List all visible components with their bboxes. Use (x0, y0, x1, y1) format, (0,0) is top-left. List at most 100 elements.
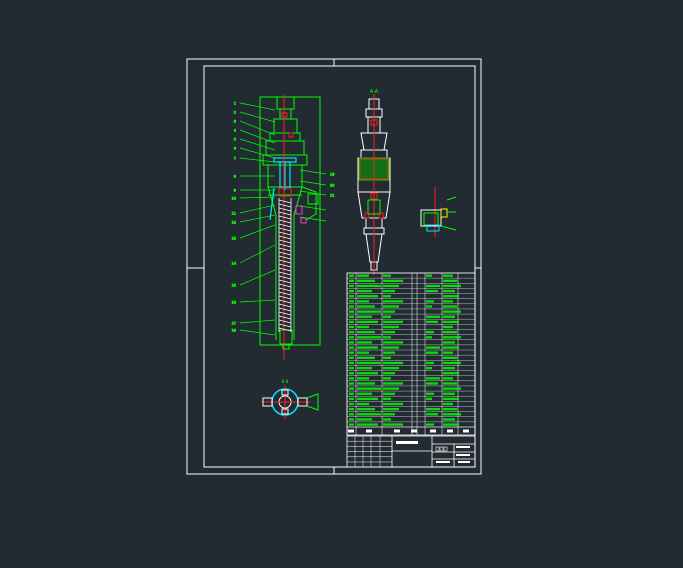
balloon-label: 18 (232, 329, 236, 333)
table-cell-text (383, 336, 391, 339)
leader-line (239, 224, 276, 239)
table-cell-text (357, 284, 381, 288)
balloon-label: 3 (234, 120, 236, 124)
sheet-inner-frame (203, 65, 476, 468)
side-view-accents (358, 94, 390, 275)
table-cell-text (357, 351, 369, 354)
screw-thread (278, 231, 292, 236)
table-cell-text (443, 392, 455, 395)
table-cell-text (443, 341, 455, 344)
screw-thread (278, 271, 292, 276)
table-cell-text (349, 295, 354, 298)
table-cell-text (443, 372, 459, 375)
screw-thread (278, 315, 292, 320)
screw-thread (278, 319, 292, 324)
table-cell-text (349, 320, 354, 324)
view-label-a: A-A (370, 89, 379, 95)
balloon-label: 15 (232, 284, 236, 288)
main-magenta-parts (295, 205, 307, 224)
table-cell-text (443, 331, 457, 334)
table-cell-text (383, 305, 399, 308)
balloon-label: 21 (330, 194, 334, 198)
screw-thread (278, 327, 292, 332)
table-cell-text (357, 331, 375, 334)
table-cell-text (383, 372, 395, 375)
table-cell-text (357, 325, 369, 329)
helical-screw (278, 198, 292, 332)
table-cell-text (357, 320, 378, 324)
table-cell-text (383, 361, 403, 365)
table-cell-text (357, 408, 375, 411)
table-cell-text (349, 392, 354, 395)
leader-line (239, 147, 276, 159)
table-cell-text (383, 382, 403, 385)
leader-line (239, 269, 276, 286)
table-cell-text (357, 361, 381, 365)
table-cell-text (357, 305, 375, 308)
table-cell-text (383, 295, 391, 298)
screw-thread (278, 283, 292, 288)
leader-line (239, 102, 276, 111)
screw-thread (278, 207, 292, 212)
leader-line (299, 180, 327, 186)
table-cell-text (349, 397, 354, 401)
table-header-text (447, 429, 453, 433)
table-cell-text (443, 418, 455, 421)
table-cell-text (349, 331, 354, 334)
table-cell-text (383, 392, 395, 395)
table-cell-text (426, 336, 432, 339)
table-header-text (394, 429, 400, 433)
table-cell-text (357, 366, 372, 370)
table-header-text (348, 429, 354, 433)
table-cell-text (357, 413, 381, 416)
leader-line (239, 129, 276, 144)
table-cell-text (349, 413, 354, 416)
table-cell-text (443, 284, 461, 288)
leader-line (239, 329, 276, 336)
table-cell-text (349, 418, 354, 421)
balloon-label: 4 (234, 129, 237, 133)
table-cell-text (443, 325, 453, 329)
screw-thread (278, 223, 292, 228)
centering-marks (187, 59, 481, 474)
balloon-label: 9 (234, 189, 236, 193)
table-cell-text (357, 341, 372, 344)
table-header-text (411, 429, 417, 433)
screw-thread (278, 203, 292, 208)
balloon-label: 17 (232, 322, 236, 326)
table-cell-text (349, 289, 354, 293)
table-cell-text (349, 315, 354, 318)
table-cell-text (443, 402, 453, 406)
table-cell-text (349, 346, 354, 349)
table-cell-text (383, 310, 395, 313)
balloon-label: 11 (232, 212, 236, 216)
table-cell-text (383, 408, 399, 411)
view-label-bb: B-B (282, 379, 289, 384)
table-cell-text (357, 310, 381, 313)
table-cell-text (357, 418, 372, 421)
table-cell-text (357, 372, 378, 375)
screw-thread (278, 291, 292, 296)
table-cell-text (443, 361, 461, 365)
leader-line (299, 190, 327, 196)
leader-line (239, 299, 276, 303)
balloon-label: 8 (234, 175, 236, 179)
balloon-label: 1 (234, 102, 236, 106)
table-cell-text (383, 320, 403, 324)
table-cell-text (426, 289, 438, 293)
table-cell-text (443, 279, 457, 282)
table-cell-text (426, 366, 432, 370)
balloon-label: 10 (232, 197, 236, 201)
table-cell-text (426, 346, 440, 349)
screw-thread (278, 295, 292, 300)
balloon-label: 16 (232, 301, 236, 305)
table-cell-text (383, 413, 395, 416)
table-cell-text (426, 392, 434, 395)
table-cell-text (426, 351, 438, 354)
table-cell-text (357, 382, 375, 385)
table-cell-text (383, 356, 391, 359)
table-cell-text (357, 423, 378, 426)
leader-line (299, 169, 327, 175)
